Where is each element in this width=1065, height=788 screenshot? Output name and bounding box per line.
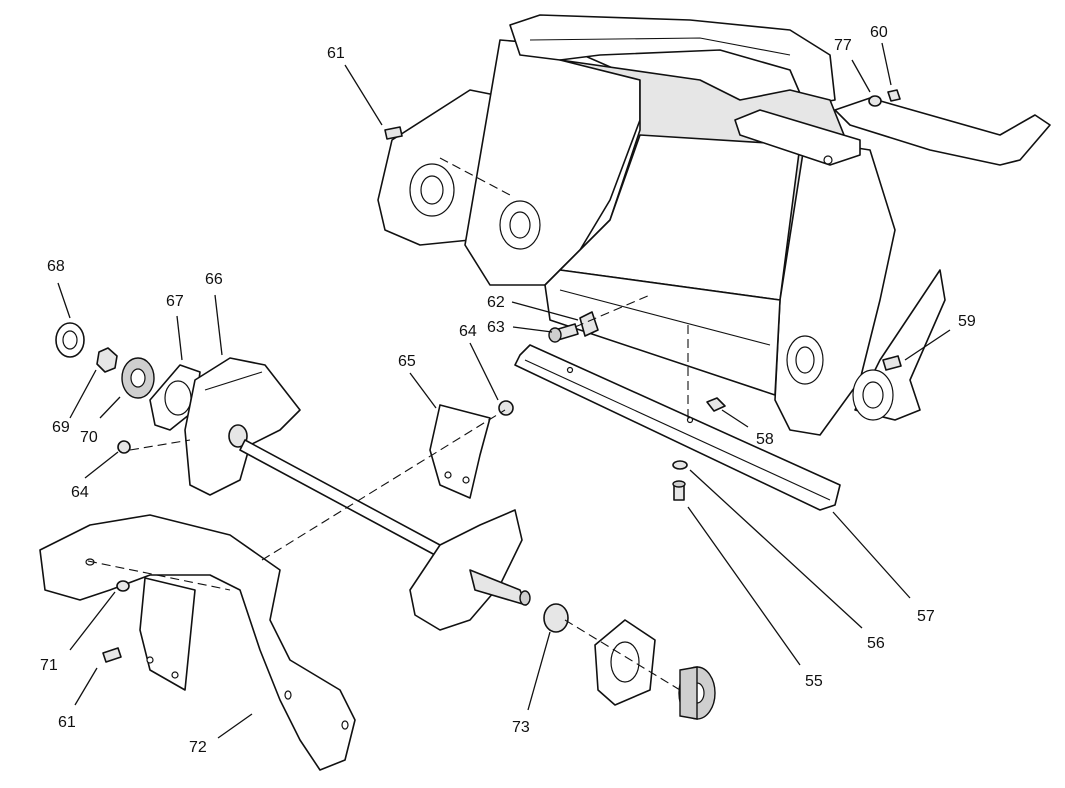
auger-flight-right xyxy=(409,509,531,631)
callout-57: 57 xyxy=(917,608,935,625)
paddle-bracket xyxy=(429,404,491,499)
callout-labels: 61 77 60 68 67 66 62 63 64 65 59 69 70 6… xyxy=(40,24,976,756)
auger-flight-left xyxy=(184,357,301,496)
right-bearing-stack xyxy=(543,603,716,720)
callout-56: 56 xyxy=(867,635,885,652)
callout-77: 77 xyxy=(834,37,852,54)
auger-housing xyxy=(377,14,1051,436)
callout-69: 69 xyxy=(52,419,70,436)
shave-plate xyxy=(514,344,841,511)
callout-70: 70 xyxy=(80,429,98,446)
callout-62: 62 xyxy=(487,294,505,311)
callout-73: 73 xyxy=(512,719,530,736)
callout-72: 72 xyxy=(189,739,207,756)
callout-60: 60 xyxy=(870,24,888,41)
paddle-bracket-lower xyxy=(139,577,196,691)
callout-68: 68 xyxy=(47,258,65,275)
callout-71: 71 xyxy=(40,657,58,674)
callout-61-bottom: 61 xyxy=(58,714,76,731)
callout-65: 65 xyxy=(398,353,416,370)
callout-64-left: 64 xyxy=(71,484,89,501)
callout-59: 59 xyxy=(958,313,976,330)
hardware-small xyxy=(117,89,902,501)
callout-63: 63 xyxy=(487,319,505,336)
left-bearing-stack xyxy=(55,322,201,431)
auger-shaft xyxy=(239,439,441,556)
paddle-hardware xyxy=(102,580,130,663)
callout-66: 66 xyxy=(205,271,223,288)
leader-lines xyxy=(57,42,951,739)
callout-64-center: 64 xyxy=(459,323,477,340)
side-shield-right xyxy=(852,269,946,421)
assembly-centerlines xyxy=(87,157,689,691)
callout-55: 55 xyxy=(805,673,823,690)
callout-67: 67 xyxy=(166,293,184,310)
rubber-paddle xyxy=(39,514,356,771)
callout-61-top: 61 xyxy=(327,45,345,62)
callout-58: 58 xyxy=(756,431,774,448)
